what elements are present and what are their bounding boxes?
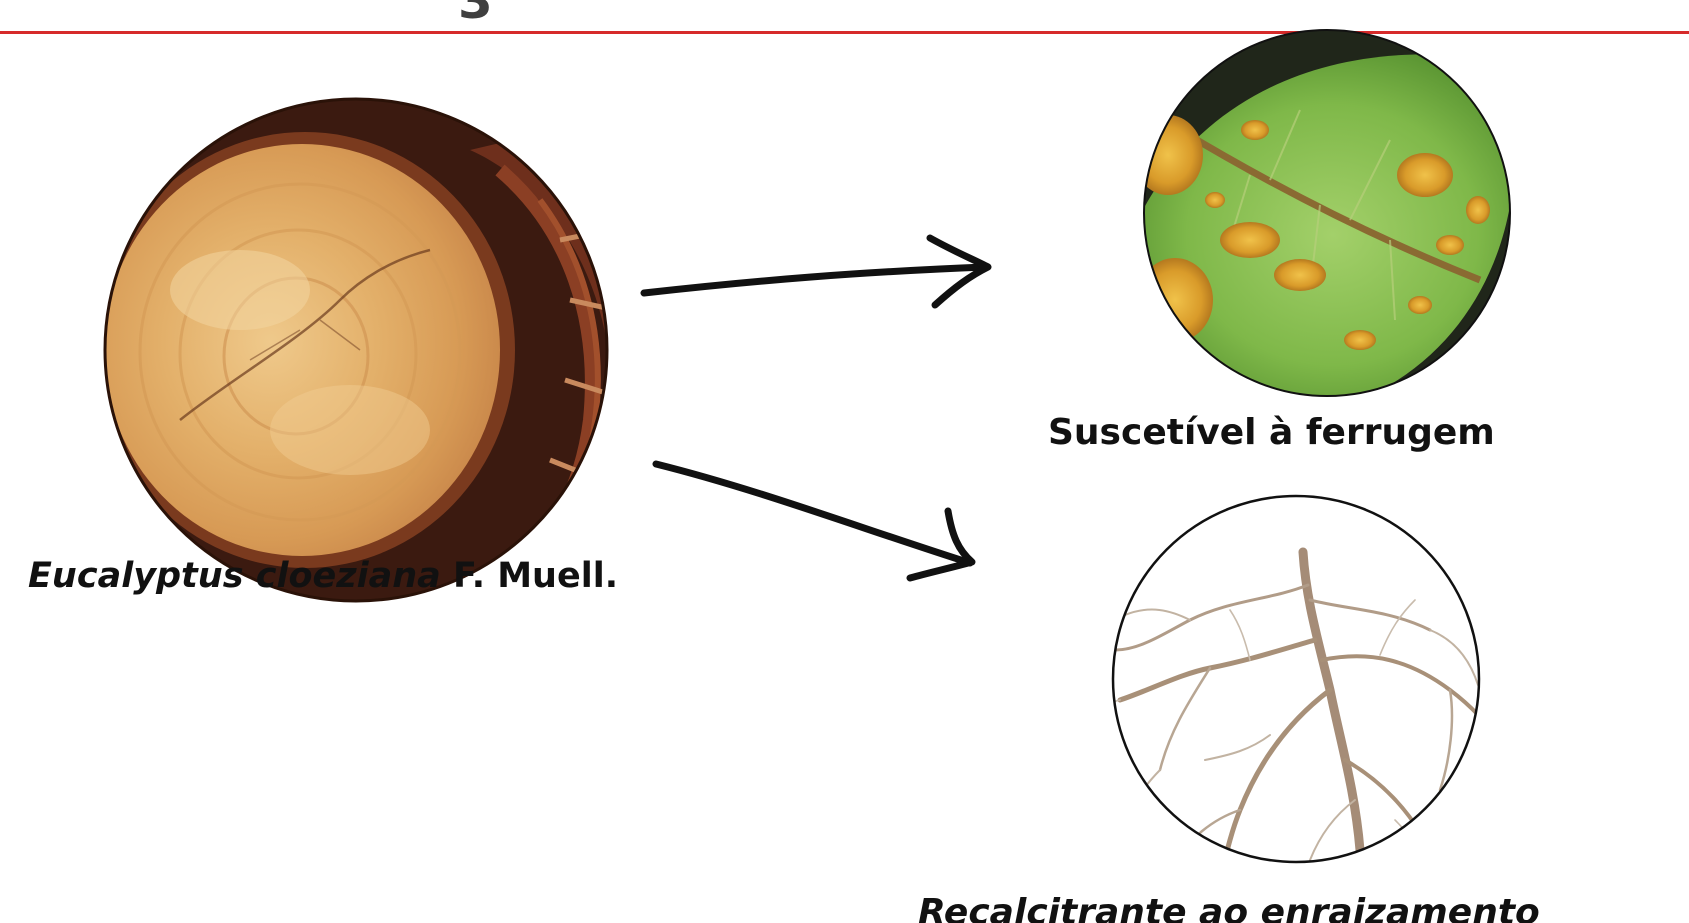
- caption-rust-susceptible: Suscetível à ferrugem: [1048, 412, 1495, 453]
- arrow-to-rust: [644, 238, 988, 305]
- arrow-to-root: [656, 464, 972, 578]
- leaf-rust-icon: [1110, 28, 1520, 415]
- caption-eucalyptus: Eucalyptus cloeziana F. Muell.: [28, 556, 618, 596]
- caption-species-author: F. Muell.: [441, 556, 618, 596]
- root-system-icon: [1075, 496, 1504, 880]
- caption-rooting-recalcitrant: Recalcitrante ao enraizamento: [918, 892, 1540, 923]
- caption-species-name: Eucalyptus cloeziana: [28, 556, 441, 596]
